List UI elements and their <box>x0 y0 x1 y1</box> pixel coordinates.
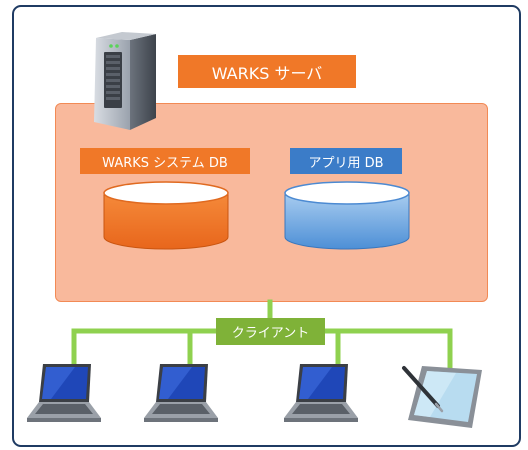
laptop-icon <box>27 364 101 422</box>
laptop-icon <box>144 364 218 422</box>
app-db-label: アプリ用 DB <box>290 148 402 174</box>
server-tower-icon <box>94 32 156 130</box>
app-db-cylinder-icon <box>284 181 410 250</box>
system-db-label: WARKS システム DB <box>80 148 250 174</box>
laptop-icon <box>284 364 358 422</box>
system-db-cylinder-icon <box>103 181 229 250</box>
server-title: WARKS サーバ <box>178 55 356 88</box>
network-label: クライアント <box>216 318 325 345</box>
tablet-pen-icon <box>402 366 482 428</box>
